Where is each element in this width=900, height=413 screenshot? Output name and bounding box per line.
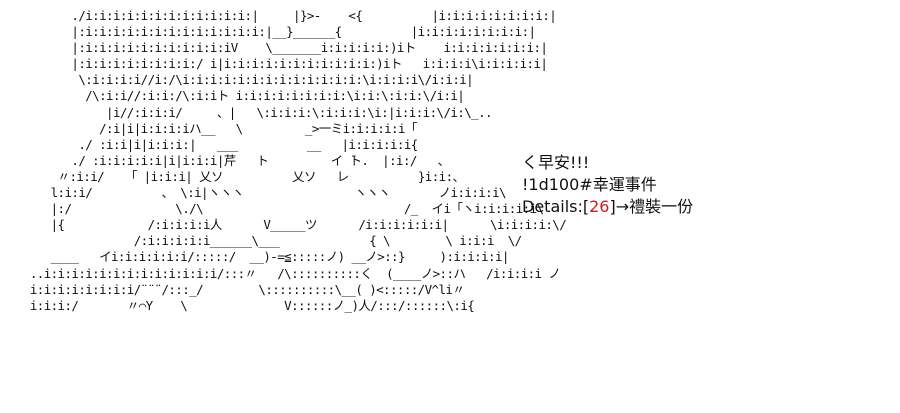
ascii-art-line: ..i:i:i:i:i:i:i:i:i:i:i:i:i/:::〃 /\:::::… xyxy=(16,265,561,281)
ascii-art-line: ./ :i:i:i:i:i|i|i:i:i|芹 ト イ ̄ト. |:i:/ 、 xyxy=(16,152,450,168)
caption-details: Details:[26]→禮裝一份 xyxy=(522,196,693,218)
ascii-art-line: |:i:i:i:i:i:i:i:i:i:i:iV \_______i:i:i:i… xyxy=(16,40,548,56)
ascii-art-block: ./i:i:i:i:i:i:i:i:i:i:i:i:| |}>- <{ |i:i… xyxy=(16,8,567,314)
ascii-art-line: l:i:i/ 、 \:i|ヽヽヽ ヽヽヽ ノi:i:i:i\ xyxy=(16,185,507,201)
ascii-art-line: /\:i:i//:i:i:/\:i:iト i:i:i:i:i:i:i:i:\i:… xyxy=(16,88,465,104)
ascii-art-line: |:i:i:i:i:i:i:i:i:i:i:i:i:i:|__}______{ … xyxy=(16,24,536,40)
caption-dice-roll: !1d100#幸運事件 xyxy=(522,175,657,194)
ascii-art-line: /:i|i|i:i:i:iハ__ \ _>一ミi:i:i:i:i「 xyxy=(16,120,417,136)
ascii-art-line: |:/ \./\ /_ イi「ヽi:i:i:i:i\ xyxy=(16,201,544,217)
ascii-art-line: /:i:i:i:i:i______\___ { \ \ i:i:i \/ xyxy=(16,233,522,249)
ascii-art-line: i:i:i:i:i:i:i:i/¨¨¨/:::_/ \::::::::::\__… xyxy=(16,281,465,297)
ascii-art-line: ./i:i:i:i:i:i:i:i:i:i:i:i:| |}>- <{ |i:i… xyxy=(16,8,557,23)
ascii-art-line: i:i:i:/ 〃⌒Υ \ V::::::ノ_)人/:::/::::::\:i{ xyxy=(16,297,475,313)
caption-details-suffix: ]→禮裝一份 xyxy=(609,197,694,216)
ascii-art-line: \:i:i:i:i//i:/\i:i:i:i:i:i:i:i:i:i:i:i:i… xyxy=(16,72,474,88)
ascii-art-line: |{ /:i:i:i:i人 V_____ツ /i:i:i:i:i:i| \i:i… xyxy=(16,217,567,233)
caption-block: く早安!!! !1d100#幸運事件 Details:[26]→禮裝一份 xyxy=(522,152,693,218)
ascii-art-line: ./ :i:i|i|i:i:i:| ___ __ |i:i:i:i:i{ xyxy=(16,136,418,152)
caption-details-value: 26 xyxy=(589,197,610,216)
ascii-art-line: |:i:i:i:i:i:i:i:i:/ i|i:i:i:i:i:i:i:i:i:… xyxy=(16,56,548,72)
caption-details-prefix: Details:[ xyxy=(522,197,590,216)
ascii-art-line: 〃:i:i/ 「 |i:i:i| 乂ソ 乂ソ レ }i:i:、 xyxy=(16,168,465,184)
ascii-art-line: ____ イi:i:i:i:i:i/:::::/ __)-=≦:::::ノ) _… xyxy=(16,249,510,265)
ascii-art-line: |i//:i:i:i/ 、| \:i:i:i:\:i:i:i:\i:|i:i:i… xyxy=(16,104,492,120)
caption-greeting: く早安!!! xyxy=(522,153,590,172)
